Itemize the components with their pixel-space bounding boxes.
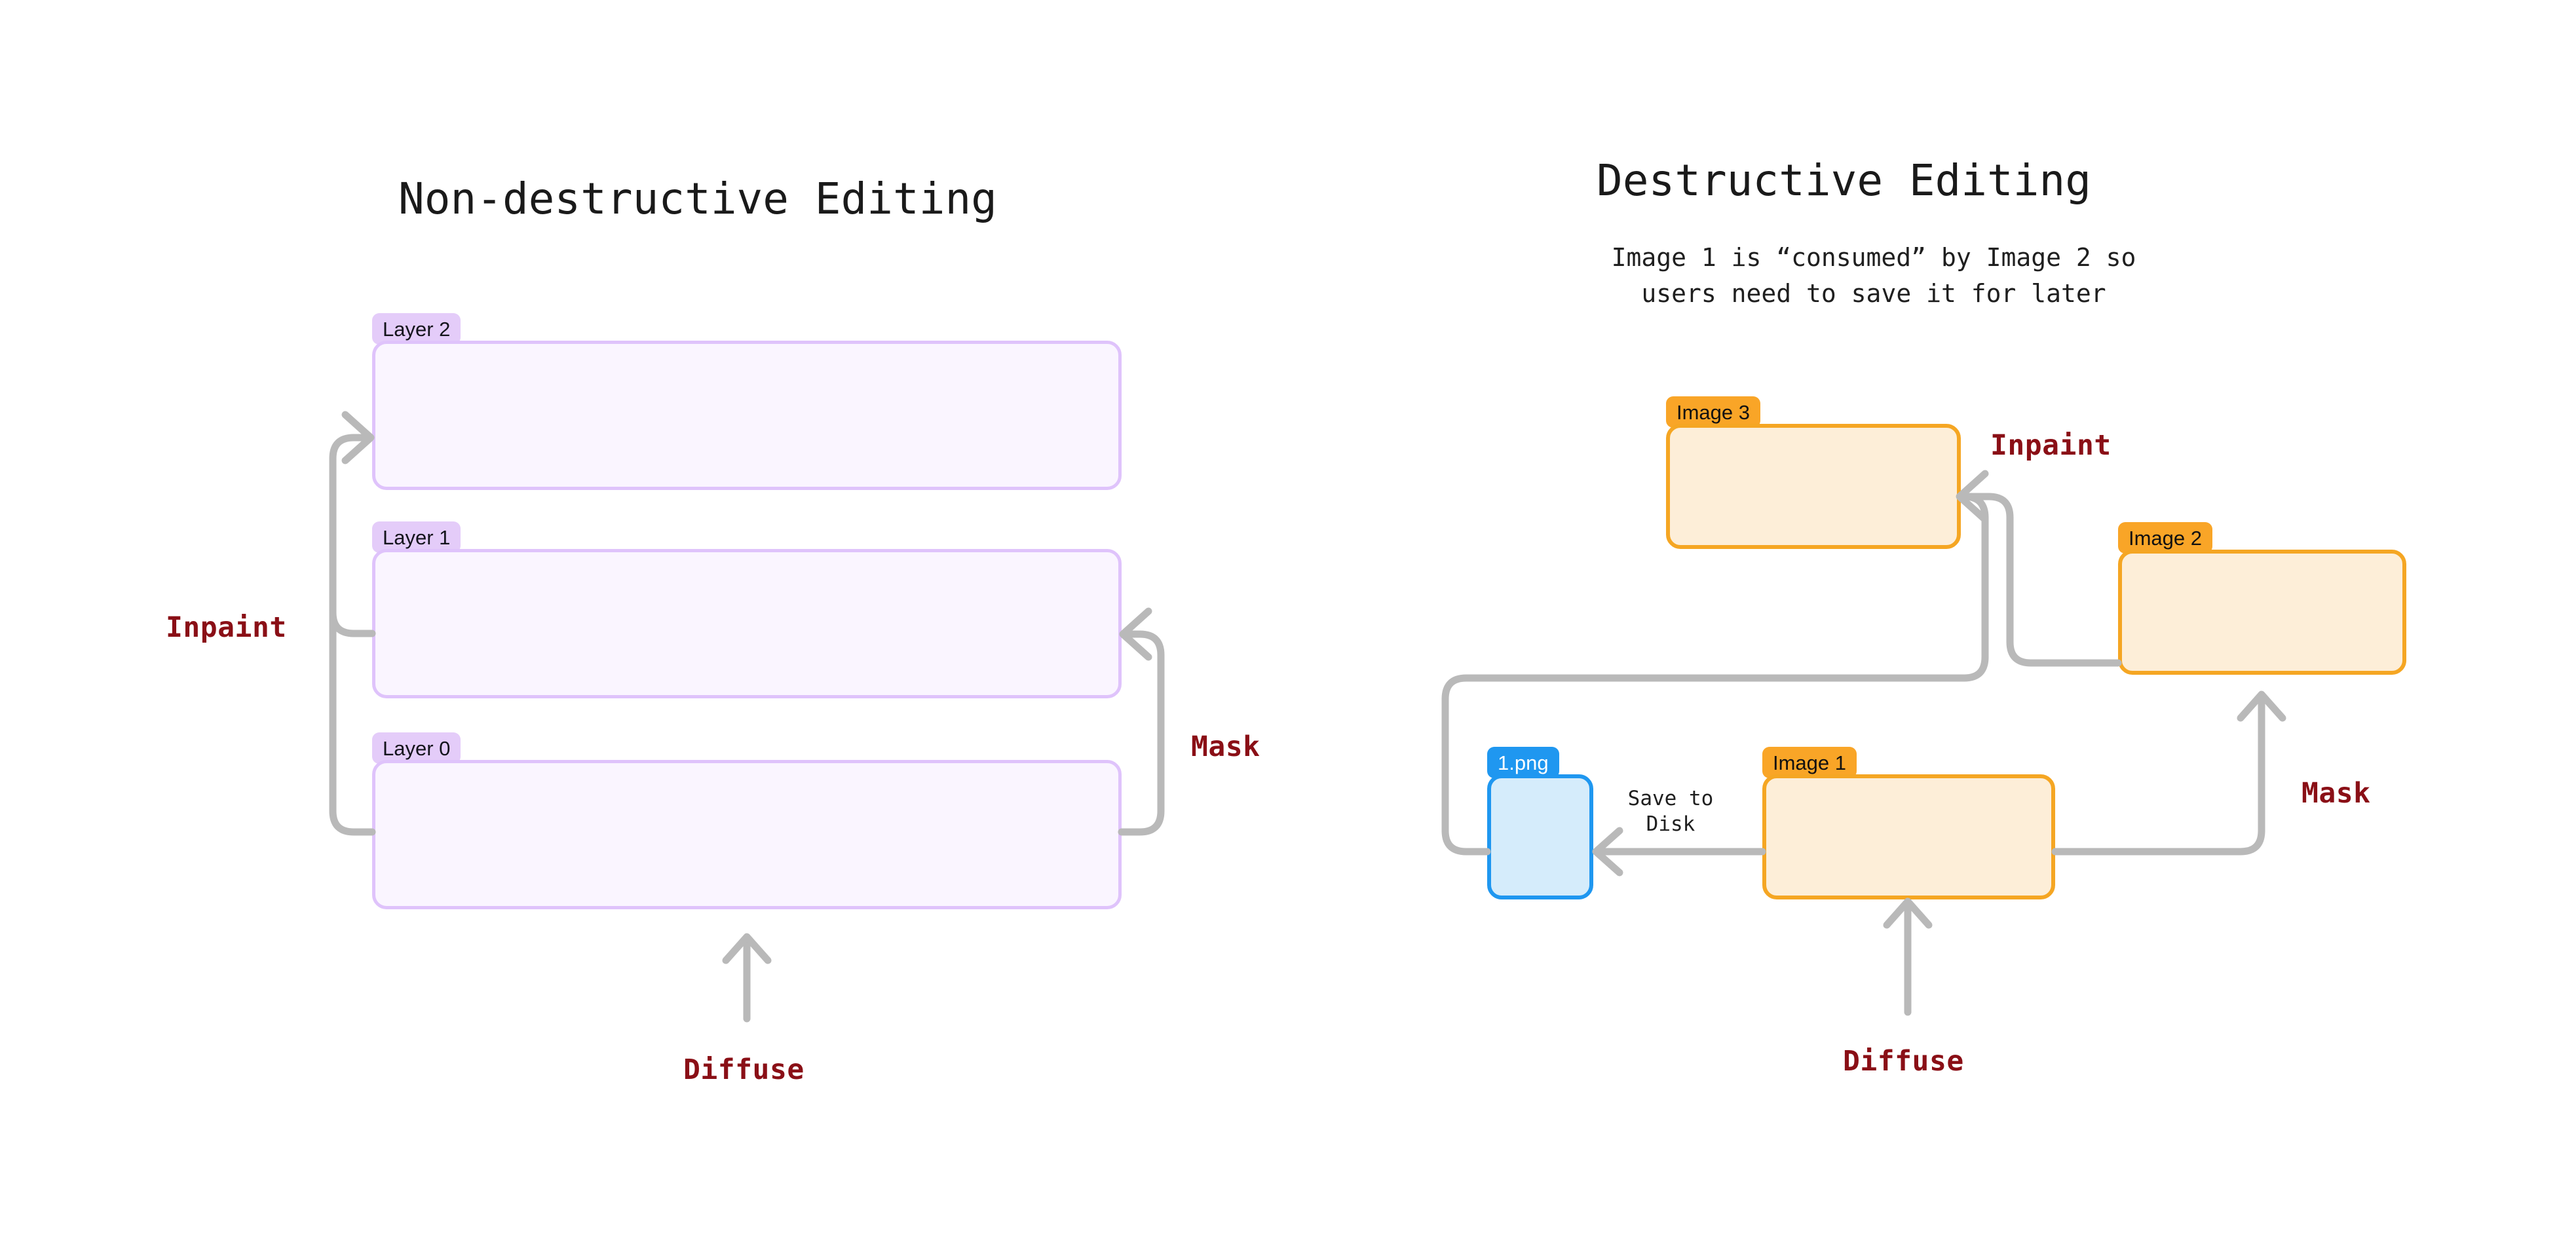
right-inpaint-from-image2 [1961, 493, 2122, 667]
layer-0-canvas[interactable] [372, 760, 1122, 909]
layer-1-canvas[interactable] [372, 549, 1122, 698]
left-mask-arrowhead-layer1 [1119, 607, 1152, 661]
image-3-group[interactable]: Image 3 [1666, 396, 1961, 549]
image-2-canvas[interactable] [2118, 550, 2406, 675]
right-panel-title: Destructive Editing [1597, 155, 2091, 206]
left-inpaint-branch-layer1 [329, 609, 376, 637]
left-diffuse-arrowhead [722, 933, 772, 964]
image-1-canvas[interactable] [1762, 774, 2055, 899]
right-mask-label: Mask [2301, 777, 2371, 810]
right-diffuse-label: Diffuse [1843, 1045, 1964, 1078]
layer-2-canvas[interactable] [372, 341, 1122, 490]
left-inpaint-label: Inpaint [166, 611, 287, 644]
right-inpaint-label: Inpaint [1990, 429, 2112, 462]
left-panel-title: Non-destructive Editing [398, 174, 997, 224]
right-panel-subtitle: Image 1 is “consumed” by Image 2 so user… [1611, 243, 2136, 309]
left-inpaint-arrowhead-layer2 [341, 411, 375, 464]
left-diffuse-label: Diffuse [683, 1053, 805, 1086]
file-1png-group[interactable]: 1.png [1487, 747, 1593, 899]
image-1-tag-label: Image 1 [1762, 747, 1857, 778]
image-1-group[interactable]: Image 1 [1762, 747, 2055, 899]
layer-2-group[interactable]: Layer 2 [372, 313, 1122, 490]
layer-1-tag-label: Layer 1 [372, 521, 461, 553]
left-mask-trunk [1118, 630, 1165, 836]
left-mask-label: Mask [1191, 730, 1260, 763]
file-1png-tag-label: 1.png [1487, 747, 1559, 778]
image-2-tag-label: Image 2 [2118, 522, 2213, 554]
image-3-tag-label: Image 3 [1666, 396, 1761, 428]
layer-0-tag-label: Layer 0 [372, 732, 461, 764]
layer-1-group[interactable]: Layer 1 [372, 521, 1122, 698]
layer-0-group[interactable]: Layer 0 [372, 732, 1122, 909]
save-to-disk-arrowhead [1592, 827, 1623, 877]
file-1png-canvas[interactable] [1487, 774, 1593, 899]
right-inpaint-arrowhead-image3 [1956, 470, 1989, 523]
left-inpaint-trunk [329, 434, 376, 836]
right-diffuse-arrowhead [1883, 897, 1933, 929]
image-2-group[interactable]: Image 2 [2118, 522, 2406, 675]
right-mask-trunk [2051, 692, 2265, 856]
right-mask-arrowhead-image2 [2237, 690, 2286, 722]
image-3-canvas[interactable] [1666, 424, 1961, 549]
save-to-disk-label: Save to Disk [1627, 787, 1714, 836]
layer-2-tag-label: Layer 2 [372, 313, 461, 345]
